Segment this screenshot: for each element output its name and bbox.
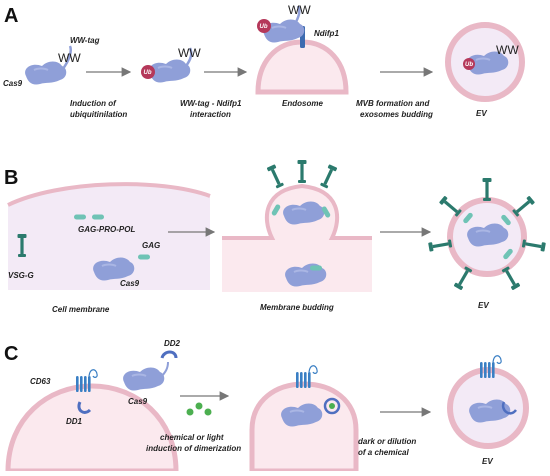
c-step2-line1: dark or dilution — [358, 437, 416, 446]
dd1-domain — [77, 401, 92, 414]
cell-interior — [8, 184, 210, 290]
ev-a: Ub — [445, 22, 525, 102]
ub-label-1: Ub — [144, 70, 152, 76]
dimerized-cell — [249, 365, 359, 474]
vsvg-ev-5 — [453, 265, 473, 291]
cd63-label: CD63 — [30, 377, 51, 386]
ev-b — [428, 178, 546, 291]
c-step1-line2: induction of dimerization — [146, 444, 241, 453]
ww-tag-linker-2 — [184, 47, 193, 67]
cas9-protein-c1 — [122, 366, 166, 392]
ub-marker-1 — [141, 65, 155, 79]
ww-label-2: WW — [178, 46, 201, 60]
dd2-label: DD2 — [164, 339, 181, 348]
c-step1-line1: chemical or light — [160, 433, 224, 442]
step3-line1: MVB formation and — [356, 99, 430, 108]
panel-c-letter: C — [4, 343, 18, 365]
dd1-domain-ev — [501, 401, 517, 415]
gag-pro-pol-label: GAG-PRO-POL — [78, 225, 135, 234]
vsvg-label: VSG-G — [8, 271, 34, 280]
vsvg-bud-2 — [297, 160, 307, 183]
ub-marker-2 — [257, 19, 271, 33]
cell-membrane-line — [7, 182, 211, 207]
dd2-domain — [160, 350, 178, 359]
cell-c-membrane — [5, 383, 179, 474]
dimerizer-bound — [329, 403, 335, 409]
dd1-label: DD1 — [66, 417, 83, 426]
dd-complex — [323, 397, 341, 415]
dimer-cell-membrane — [249, 381, 359, 474]
dd2-linker — [159, 361, 169, 379]
ub-label-2: Ub — [260, 24, 268, 30]
dimerizer-dot-2 — [195, 402, 203, 410]
budding-membrane — [222, 183, 372, 240]
membrane-budding-label: Membrane budding — [260, 303, 334, 312]
gag-bud-3 — [310, 265, 322, 271]
ubiquitinated-cas9: Ub — [141, 47, 193, 84]
ww-label-1: WW — [58, 51, 81, 65]
panel-a-letter: A — [4, 5, 18, 27]
gag-pro-pol-2 — [92, 214, 104, 220]
vsvg-ev-3 — [521, 238, 546, 252]
cell-b — [7, 182, 211, 290]
panel-a: A WW-tag WW Cas9 Induction of ubiquitini… — [3, 3, 525, 119]
cell-membrane-label: Cell membrane — [52, 305, 110, 314]
ev-b-label: EV — [478, 301, 489, 310]
ev-c — [447, 355, 529, 449]
ndifp1-label: Ndifp1 — [314, 29, 339, 38]
ww-label-4: WW — [496, 43, 519, 57]
cell-c — [5, 369, 179, 474]
step2-line2: interaction — [190, 110, 231, 119]
panel-b: B GAG-PRO-POL GAG VSG-G Cas9 Cell membra… — [4, 160, 546, 314]
budding-cell — [222, 160, 372, 292]
endosome-label: Endosome — [282, 99, 323, 108]
panel-b-letter: B — [4, 167, 18, 189]
vsvg-ev-2 — [511, 195, 536, 218]
dimerizer-dot-3 — [204, 408, 212, 416]
vsvg-ev-4 — [501, 265, 521, 291]
ub-label-3: Ub — [465, 62, 473, 68]
cas9-label-c: Cas9 — [128, 397, 148, 406]
cas9-label-b: Cas9 — [120, 279, 140, 288]
budding-interior — [222, 186, 372, 292]
cas9-protein-a2 — [148, 58, 192, 84]
cas9-ww-tag-molecule — [24, 45, 72, 86]
cas9-label-a: Cas9 — [3, 79, 23, 88]
step3-line2: exosomes budding — [360, 110, 433, 119]
ww-tag-label: WW-tag — [70, 36, 100, 45]
ww-label-3: WW — [288, 3, 311, 17]
dimerizer-molecules — [186, 402, 212, 416]
ww-tag-linker — [61, 45, 72, 71]
vsvg-ev-6 — [428, 238, 453, 252]
vsvg-bud-1 — [266, 164, 285, 189]
gag-protein — [138, 254, 150, 260]
step1-line1: Induction of — [70, 99, 117, 108]
vsvg-ev-7 — [438, 195, 463, 218]
dimerizer-dot-1 — [186, 408, 194, 416]
ub-marker-3 — [463, 58, 475, 70]
gag-label: GAG — [142, 241, 160, 250]
vsvg-bud-3 — [319, 164, 338, 189]
ev-c-label: EV — [482, 457, 493, 466]
cas9-dd2 — [122, 350, 178, 392]
endosome: Ub — [255, 5, 349, 95]
step1-line2: ubiquitinilation — [70, 110, 127, 119]
ww-tag-linker-3 — [294, 5, 301, 23]
ev-a-label: EV — [476, 109, 487, 118]
step2-line1: WW-tag - Ndifp1 — [180, 99, 242, 108]
gag-pro-pol-1 — [74, 214, 86, 220]
c-step2-line2: of a chemical — [358, 448, 409, 457]
panel-c: C CD63 DD1 DD2 Cas9 chemical or light in… — [4, 339, 529, 474]
endosome-membrane — [255, 39, 349, 95]
